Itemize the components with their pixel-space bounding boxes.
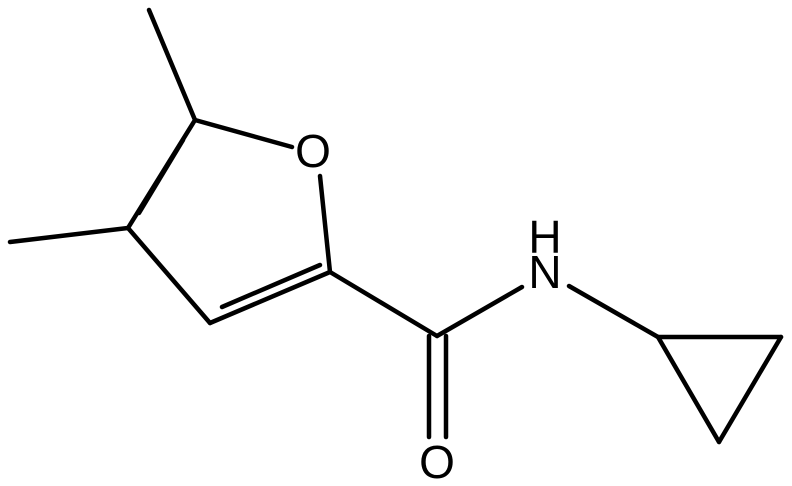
amide-nitrogen-label: N — [528, 246, 561, 298]
bond-n-cyclopropyl — [566, 283, 661, 340]
bond-c3-c2 — [207, 269, 333, 326]
bond-c5-methyl — [146, 7, 198, 123]
ring-oxygen-label: O — [295, 125, 331, 177]
bond-c4-methyl — [7, 225, 131, 245]
bond-c4-c3 — [125, 225, 213, 326]
bond-c5-o1 — [192, 117, 295, 150]
carbonyl-oxygen-label: O — [419, 436, 455, 486]
bond-cp-c3-c1 — [655, 334, 722, 445]
amide-hydrogen-label: H — [528, 211, 561, 263]
bond-c5-c4-inner — [136, 137, 186, 216]
bond-c3-c2-inner — [219, 262, 323, 310]
bond-c2-carbonyl — [327, 269, 440, 339]
bond-carbonyl-n — [434, 284, 525, 339]
bond-o1-c2 — [317, 173, 333, 275]
bond-cp-c2-c3 — [716, 334, 784, 445]
